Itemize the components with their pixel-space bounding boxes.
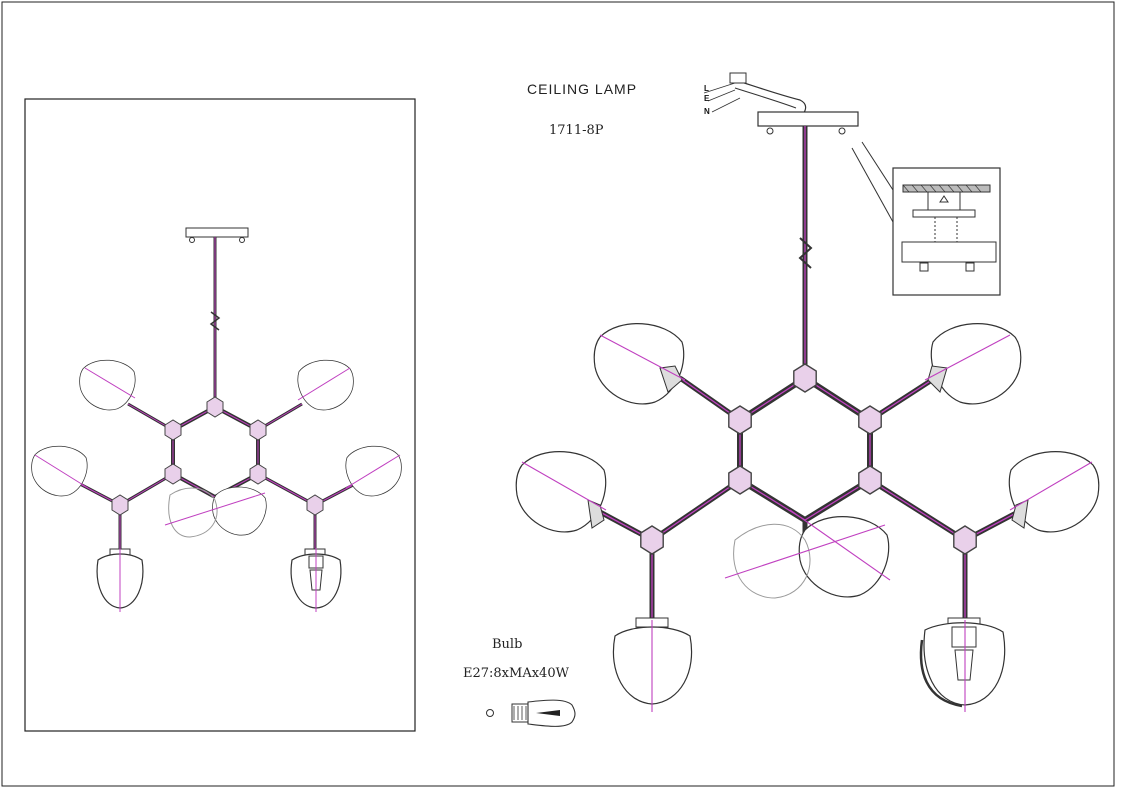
- bulb-icon: [486, 699, 576, 727]
- bulb-spec: E27:8xMAx40W: [463, 666, 569, 681]
- drawing-title: CEILING LAMP: [527, 81, 638, 97]
- wire-label-n: N: [704, 107, 710, 116]
- bulb-label: Bulb: [492, 637, 523, 652]
- front-view-lamp: [31, 227, 402, 612]
- model-number: 1711-8P: [549, 123, 604, 138]
- wire-label-e: E: [704, 94, 710, 103]
- front-view-frame: [24, 98, 416, 732]
- main-view-lamp: [515, 72, 1100, 712]
- wire-label-l: L: [704, 84, 709, 93]
- mounting-detail-callout: [851, 141, 1001, 296]
